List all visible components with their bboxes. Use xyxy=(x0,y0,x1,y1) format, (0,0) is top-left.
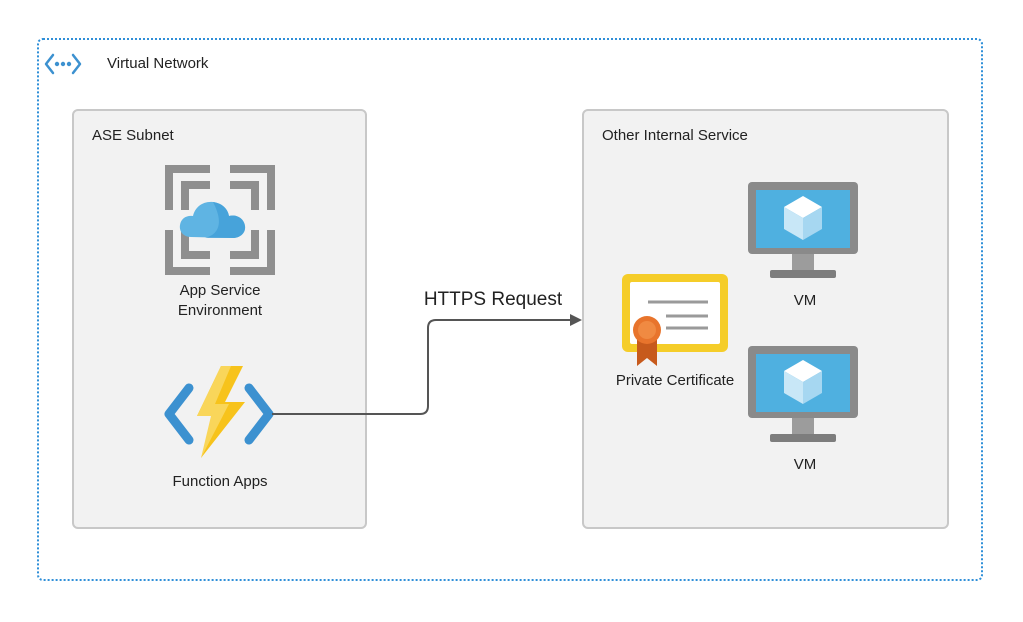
app-service-environment-icon[interactable] xyxy=(165,165,275,275)
virtual-network-boundary xyxy=(37,38,983,581)
https-request-label: HTTPS Request xyxy=(423,289,563,310)
private-certificate-label: Private Certificate xyxy=(615,372,735,389)
virtual-network-icon xyxy=(44,52,82,76)
ase-subnet-box[interactable] xyxy=(72,109,367,529)
certificate-icon[interactable] xyxy=(620,272,730,368)
arrowhead-icon xyxy=(570,314,582,326)
function-apps-icon[interactable] xyxy=(163,364,275,460)
https-request-connector xyxy=(270,310,590,420)
other-internal-service-title: Other Internal Service xyxy=(602,127,748,144)
vm-label: VM xyxy=(793,456,817,473)
virtual-network-label: Virtual Network xyxy=(107,55,209,72)
ase-label-line2: Environment xyxy=(177,302,263,319)
app-service-environment-label: App Service Environment xyxy=(140,281,300,321)
vm-label: VM xyxy=(793,292,817,309)
ase-subnet-title: ASE Subnet xyxy=(92,127,174,144)
vm-icon[interactable] xyxy=(748,182,858,285)
ase-label-line1: App Service xyxy=(179,282,261,299)
function-apps-label: Function Apps xyxy=(172,473,268,490)
vm-icon[interactable] xyxy=(748,346,858,449)
other-internal-service-box[interactable] xyxy=(582,109,949,529)
